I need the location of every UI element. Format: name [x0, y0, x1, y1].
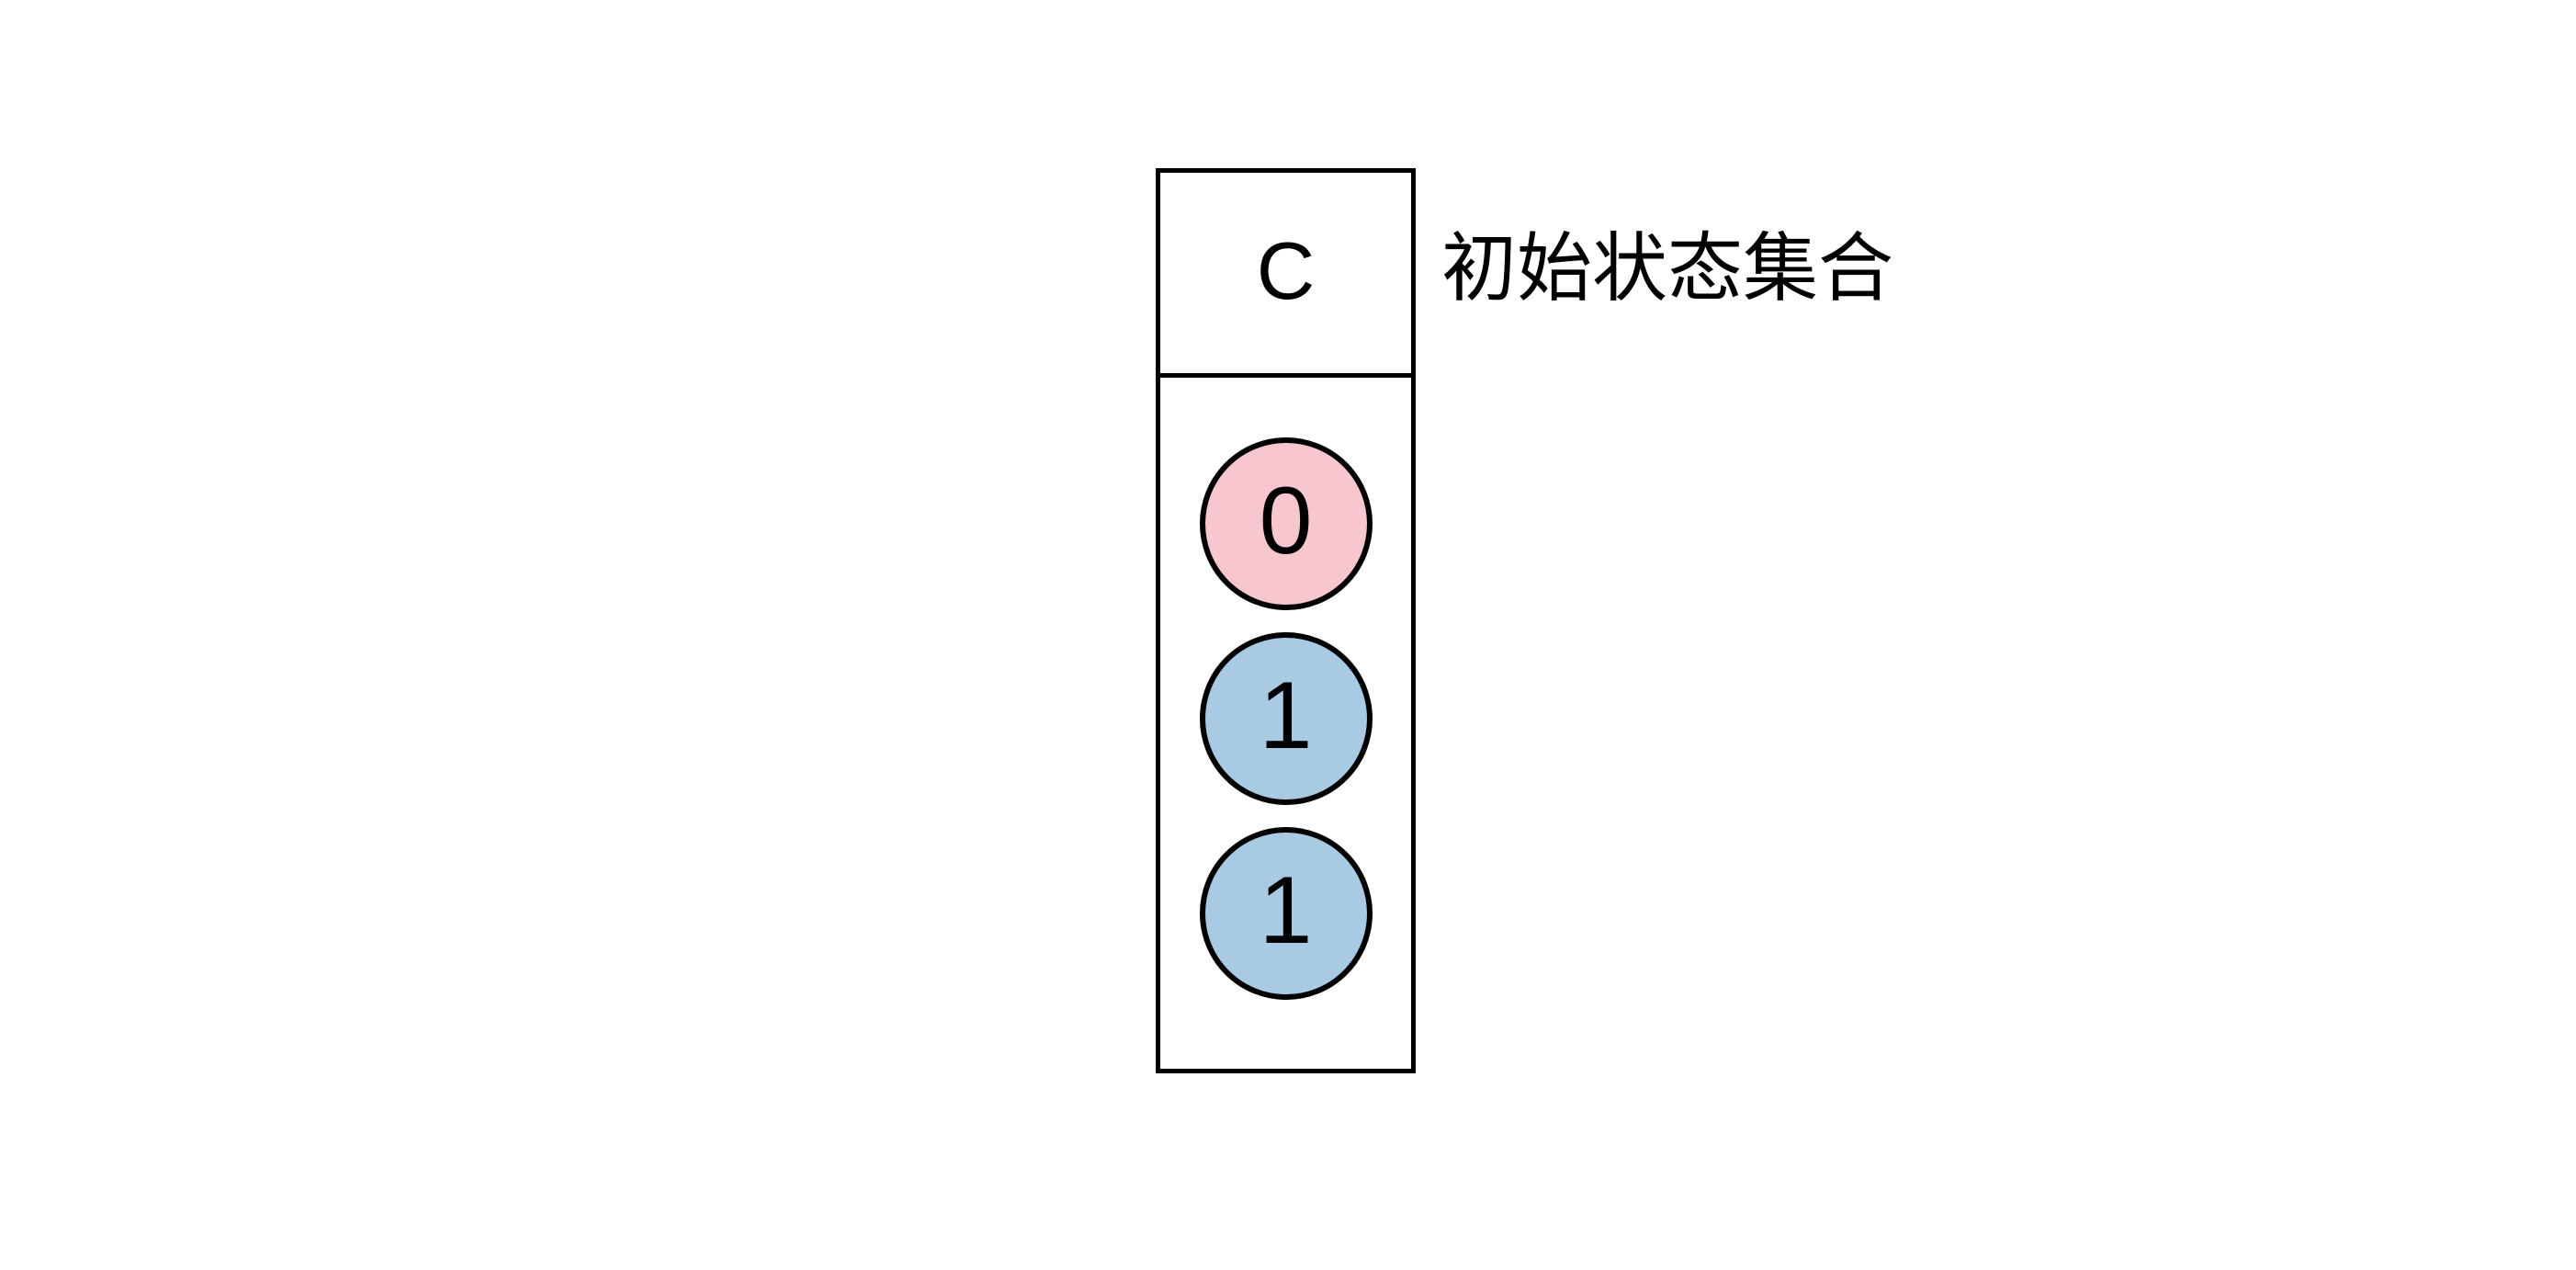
state-node: 0 — [1199, 437, 1373, 610]
state-node: 1 — [1199, 632, 1373, 805]
state-node-label: 0 — [1259, 468, 1313, 574]
set-body: 0 1 1 — [1160, 378, 1411, 1069]
set-header-cell: C — [1160, 173, 1411, 378]
state-node-label: 1 — [1259, 857, 1313, 964]
set-name-label: C — [1256, 225, 1316, 316]
state-node-label: 1 — [1259, 663, 1313, 769]
set-annotation-label: 初始状态集合 — [1441, 227, 1894, 311]
state-node: 1 — [1199, 827, 1373, 1000]
set-container-c: C 0 1 1 — [1156, 168, 1416, 1073]
